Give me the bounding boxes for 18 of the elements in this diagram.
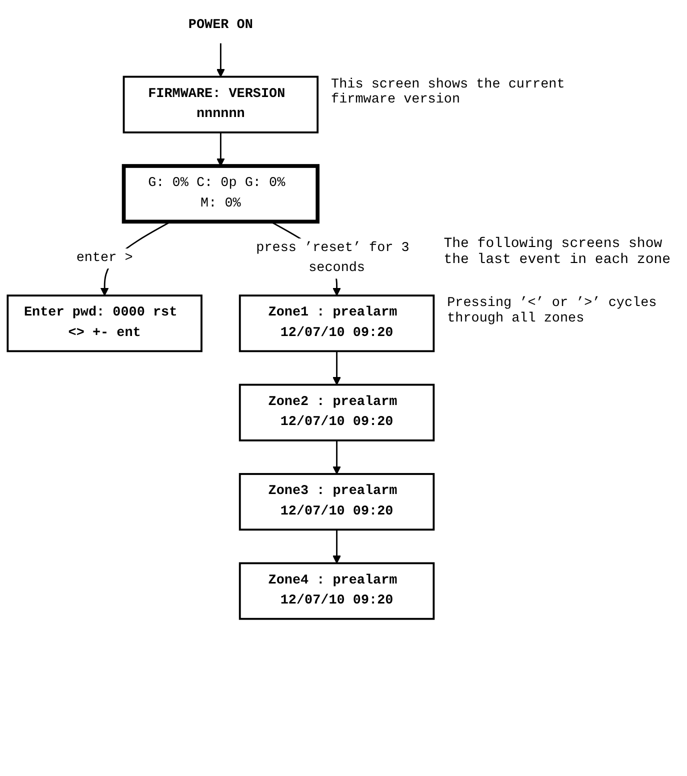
node-box: Zone3 : prealarm 12/07/10 09:20: [238, 473, 435, 531]
arrow: [216, 43, 225, 78]
note-text: Pressing ’<’ or ’>’ cycles through all zones: [447, 296, 658, 326]
arrow: [216, 132, 225, 166]
node-box: Zone4 : prealarm 12/07/10 09:20: [238, 562, 435, 620]
edge-label: enter >: [76, 250, 133, 266]
arrow: [332, 530, 341, 564]
node-box: Zone1 : prealarm 12/07/10 09:20: [238, 294, 435, 352]
node-text: POWER ON: [188, 17, 253, 33]
arrow: [332, 351, 341, 386]
node-box: G: 0% C: 0p G: 0% M: 0%: [122, 164, 320, 224]
node-box: Zone2 : prealarm 12/07/10 09:20: [238, 384, 435, 442]
edge-label: press ’reset’ for 3 seconds: [256, 240, 410, 276]
note-text: The following screens show the last event in each zone: [444, 236, 672, 268]
node-box: Enter pwd: 0000 rst <> +- ent: [6, 294, 202, 352]
arrow: [332, 440, 341, 474]
note-text: This screen shows the current firmware version: [331, 76, 566, 108]
node-box: FIRMWARE: VERSION nnnnnn: [122, 76, 319, 134]
